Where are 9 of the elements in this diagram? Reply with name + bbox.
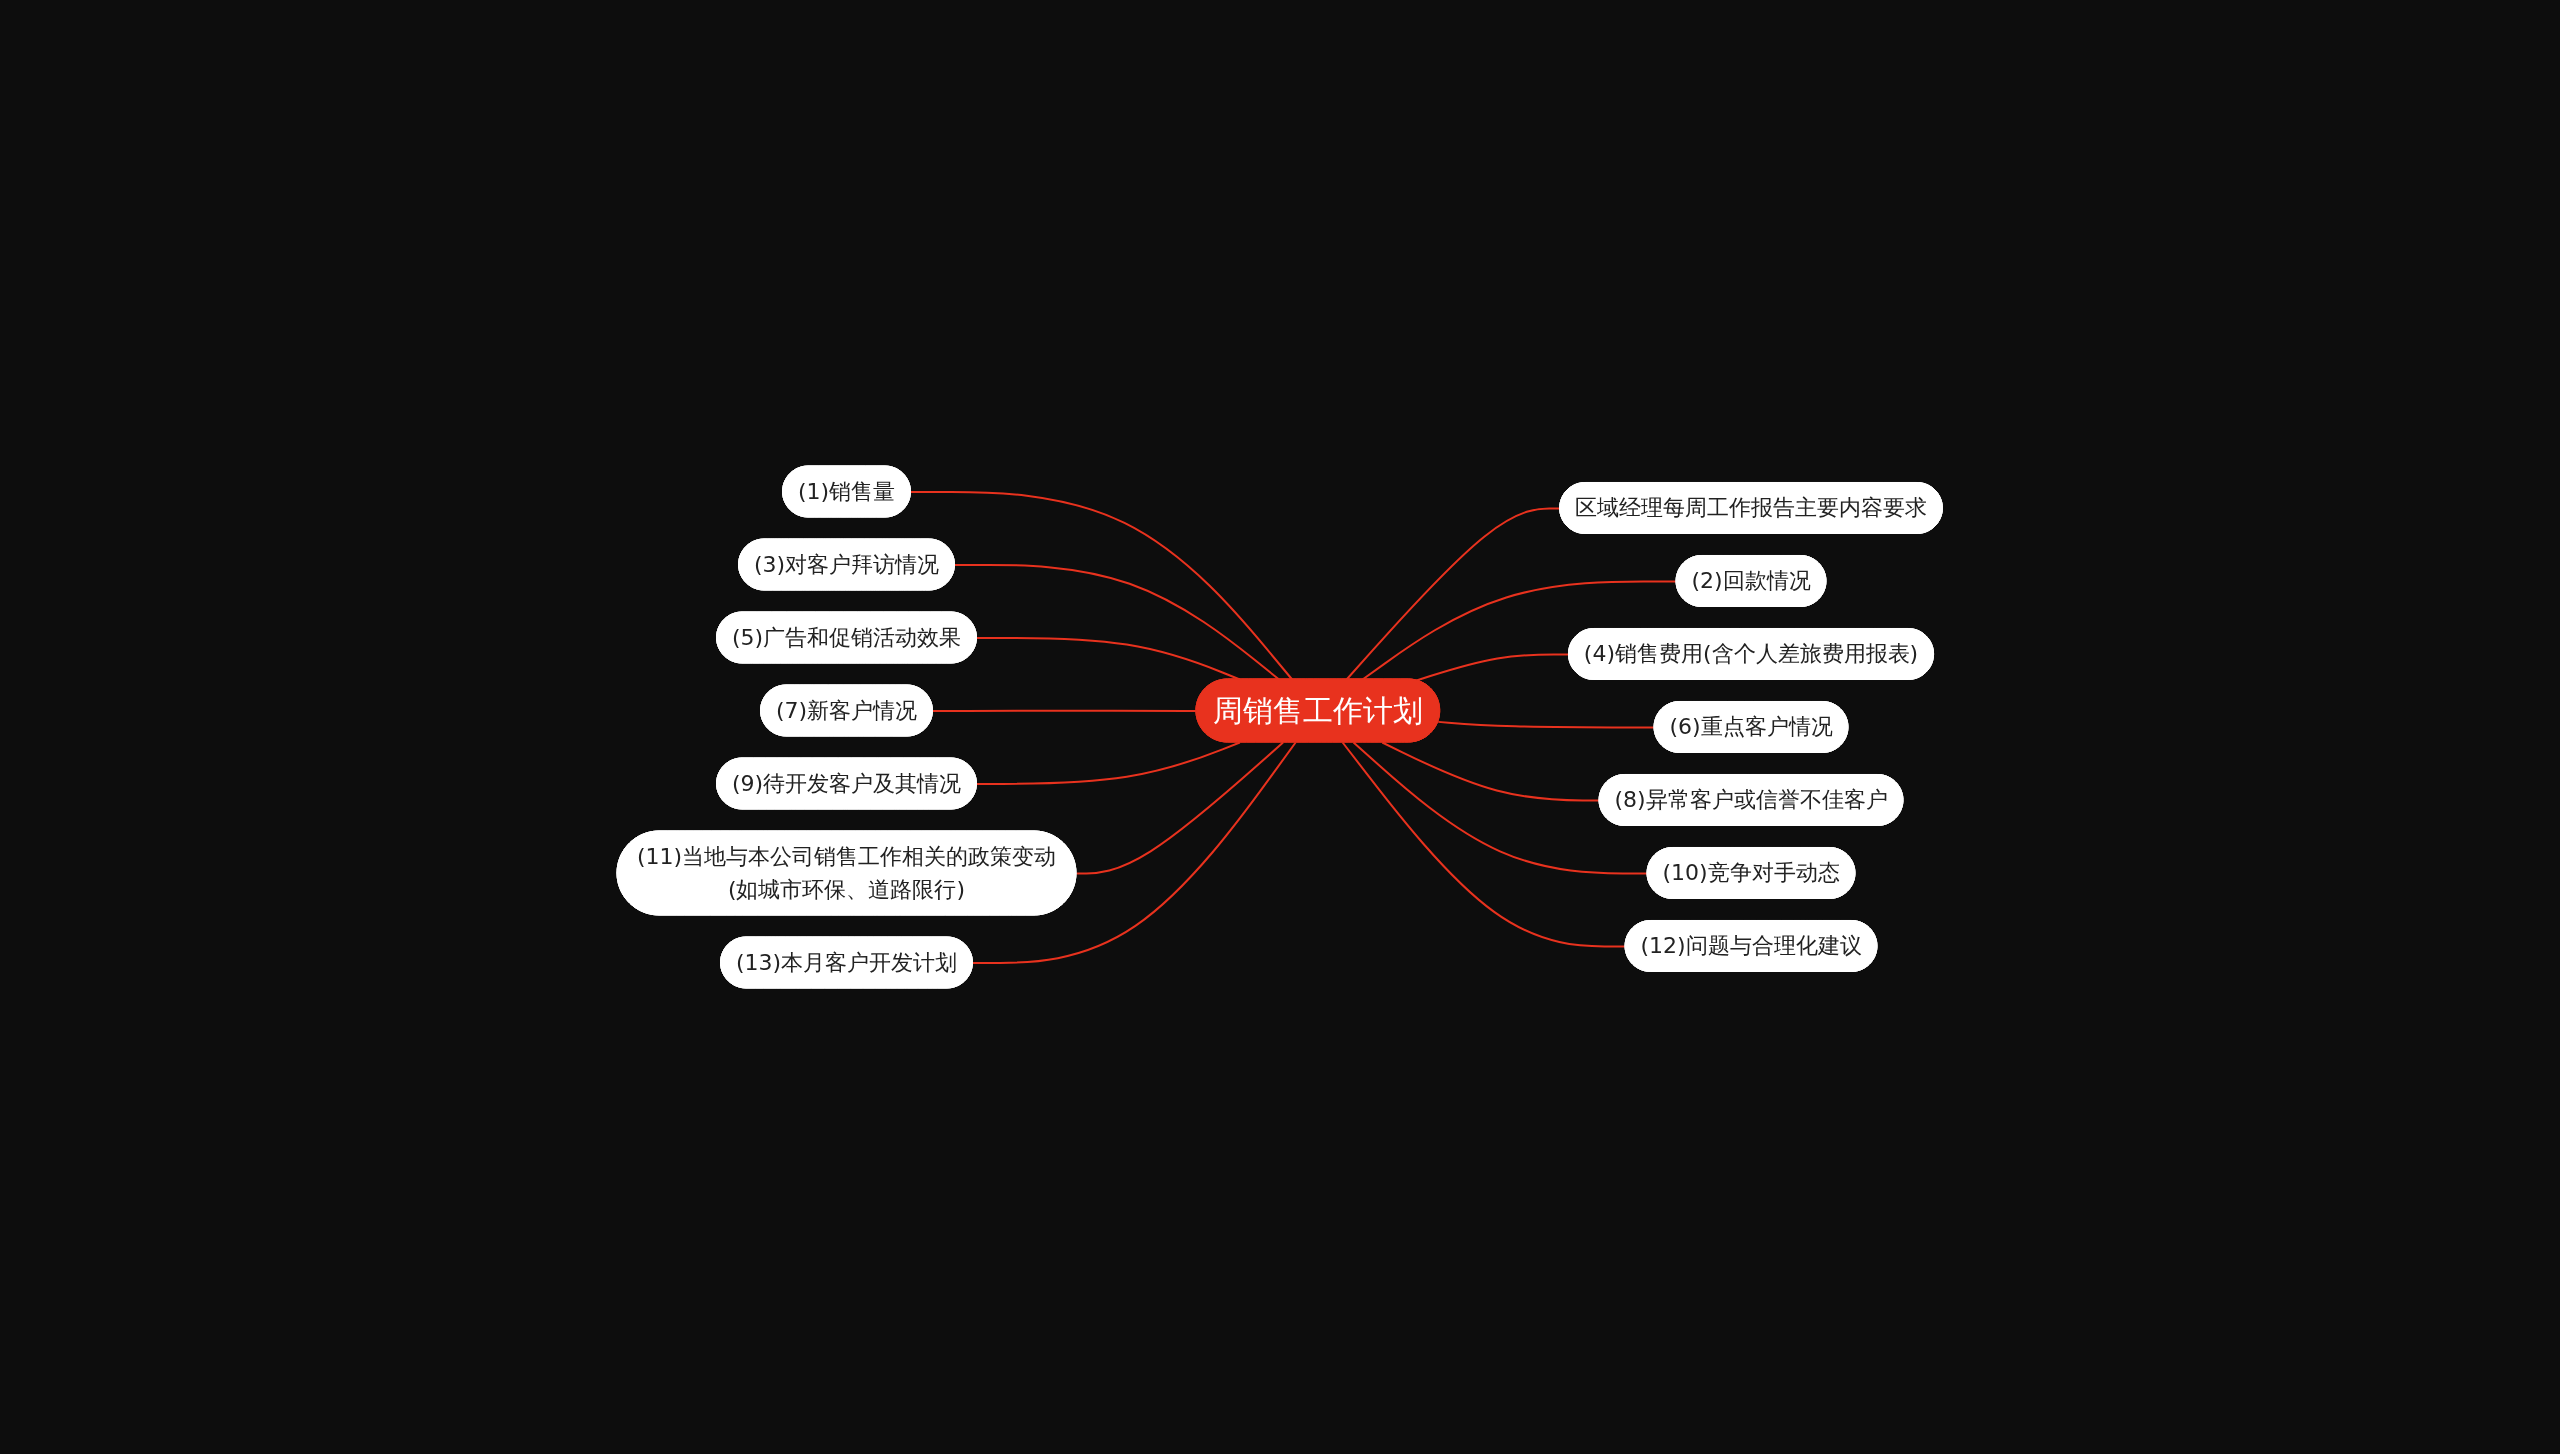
connector	[1381, 741, 1601, 802]
connector	[1361, 580, 1678, 681]
connector	[976, 741, 1242, 785]
connector	[932, 709, 1198, 712]
connector	[972, 741, 1297, 964]
connector	[1437, 720, 1656, 729]
connector	[1352, 741, 1649, 875]
connector	[1341, 741, 1627, 948]
connector	[1075, 741, 1285, 875]
